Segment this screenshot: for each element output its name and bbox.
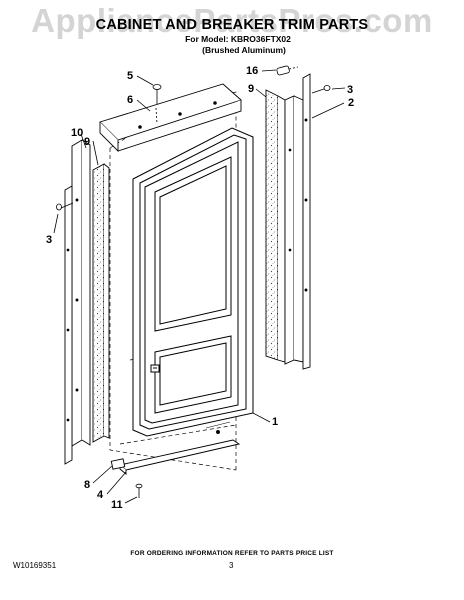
callout-9-left: 9: [84, 136, 90, 148]
bottom-rail-part-4: [110, 421, 241, 475]
callout-labels: 5 6 10 9 3 16 9 3 2 1 8 4 11: [46, 65, 354, 511]
callout-11: 11: [111, 499, 123, 511]
callout-10: 10: [71, 127, 83, 139]
model-subtitle: For Model: KBRO36FTX02: [185, 34, 291, 44]
callout-5: 5: [127, 70, 133, 82]
right-insulation-part-9: [265, 89, 286, 363]
screw-part-3-left: [56, 202, 74, 211]
left-trim-part-10: [71, 139, 91, 447]
callout-1: 1: [272, 416, 278, 428]
screw-part-11: [135, 483, 143, 498]
door-frame-part-1: [132, 127, 254, 437]
callout-8: 8: [84, 479, 90, 491]
document-number: W10169351: [13, 561, 57, 570]
callout-3-left: 3: [46, 234, 52, 246]
leader-lines: [53, 69, 346, 504]
left-insulation-part-9: [92, 163, 110, 443]
page-number: 3: [229, 561, 234, 570]
callout-4: 4: [97, 489, 104, 501]
screw-part-3-right: [311, 85, 331, 94]
callout-3-right: 3: [347, 84, 353, 96]
callout-2: 2: [348, 97, 354, 109]
page-title: CABINET AND BREAKER TRIM PARTS: [95, 17, 369, 33]
left-outer-trim: [64, 185, 73, 465]
callout-16: 16: [246, 65, 258, 77]
screw-part-16: [276, 65, 299, 76]
watermark: AppliancePartsPros.com: [31, 2, 433, 39]
callout-6: 6: [127, 94, 133, 106]
ordering-note: FOR ORDERING INFORMATION REFER TO PARTS …: [130, 550, 334, 557]
finish-subtitle: (Brushed Aluminum): [202, 45, 286, 55]
top-trim-part-6: [99, 83, 242, 153]
callout-9-right: 9: [248, 83, 254, 95]
right-trim-part-2: [284, 73, 311, 370]
screw-part-5: [152, 84, 162, 125]
